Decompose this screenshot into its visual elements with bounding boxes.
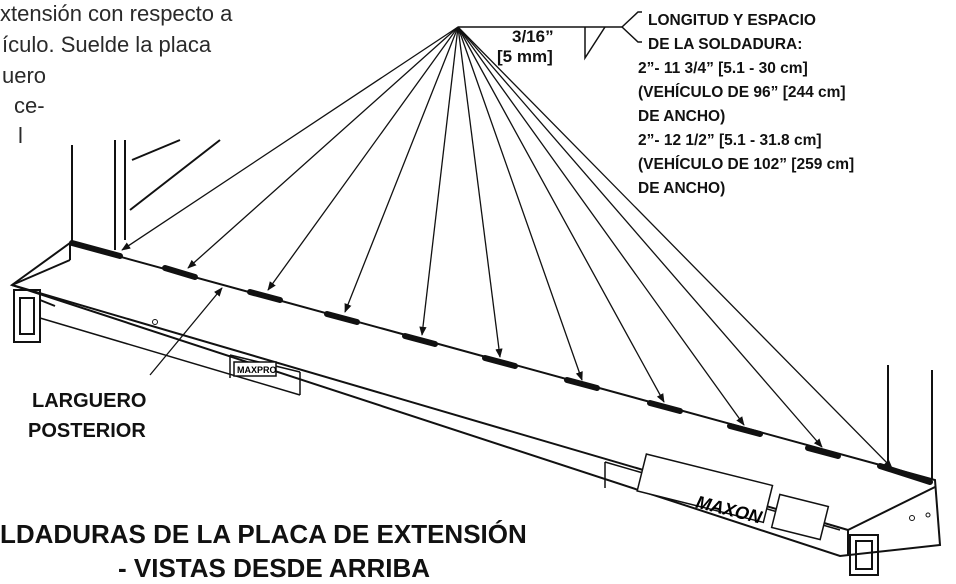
weld-spec-line-7: (VEHÍCULO DE 102” [259 cm] [638, 156, 855, 173]
weld-bead [162, 265, 198, 280]
maxpro-badge-text: MAXPRO [237, 365, 277, 375]
weld-bead [69, 240, 123, 259]
weld-bead [324, 311, 360, 325]
weld-bead [482, 355, 518, 369]
intro-line-1: xtensión con respecto a [0, 1, 233, 26]
part-label-line-1: LARGUERO [32, 390, 147, 412]
weld-bead [247, 289, 283, 303]
weld-spec-line-3: 2”- 11 3/4” [5.1 - 30 cm] [638, 60, 808, 77]
weld-spec-line-8: DE ANCHO) [638, 180, 726, 197]
weld-spec-line-5: DE ANCHO) [638, 108, 726, 125]
weld-spec-line-2: DE LA SOLDADURA: [648, 36, 803, 53]
weld-bead [647, 400, 683, 414]
right-post [887, 365, 933, 485]
label-plate [770, 493, 830, 541]
weld-size-metric: [5 mm] [497, 47, 553, 66]
bolt-hole [909, 515, 915, 521]
weld-spec-line-6: 2”- 12 1/2” [5.1 - 31.8 cm] [638, 132, 822, 149]
weld-bead [402, 333, 438, 347]
weld-leaders [121, 26, 893, 469]
weld-spec-line-1: LONGITUD Y ESPACIO [648, 12, 816, 29]
figure-title-line-1: LDADURAS DE LA PLACA DE EXTENSIÓN [0, 519, 527, 549]
weld-size-inch: 3/16” [512, 27, 554, 46]
weld-beads [69, 240, 933, 485]
right-end-bracket [849, 534, 879, 576]
figure-title-line-2: - VISTAS DESDE ARRIBA [118, 553, 431, 583]
weld-bead [727, 423, 763, 437]
weld-bead [805, 445, 841, 459]
maxpro-badge [233, 361, 277, 377]
part-label-line-2: POSTERIOR [28, 420, 146, 442]
intro-line-3: uero [2, 63, 47, 88]
left-post [71, 139, 221, 250]
weld-spec-line-4: (VEHÍCULO DE 96” [244 cm] [638, 84, 846, 101]
weld-bead [564, 377, 600, 391]
bolt-hole [925, 512, 931, 518]
bolt-hole [152, 319, 158, 325]
fillet-weld-symbol [458, 11, 642, 61]
larguero-leader [149, 287, 223, 376]
intro-line-2: ículo. Suelde la placa [2, 32, 212, 57]
left-end-bracket [13, 289, 56, 343]
weld-bead [877, 463, 933, 485]
intro-line-5: l [18, 123, 23, 148]
intro-line-4: ce- [14, 93, 45, 118]
maxon-placard [636, 453, 774, 524]
